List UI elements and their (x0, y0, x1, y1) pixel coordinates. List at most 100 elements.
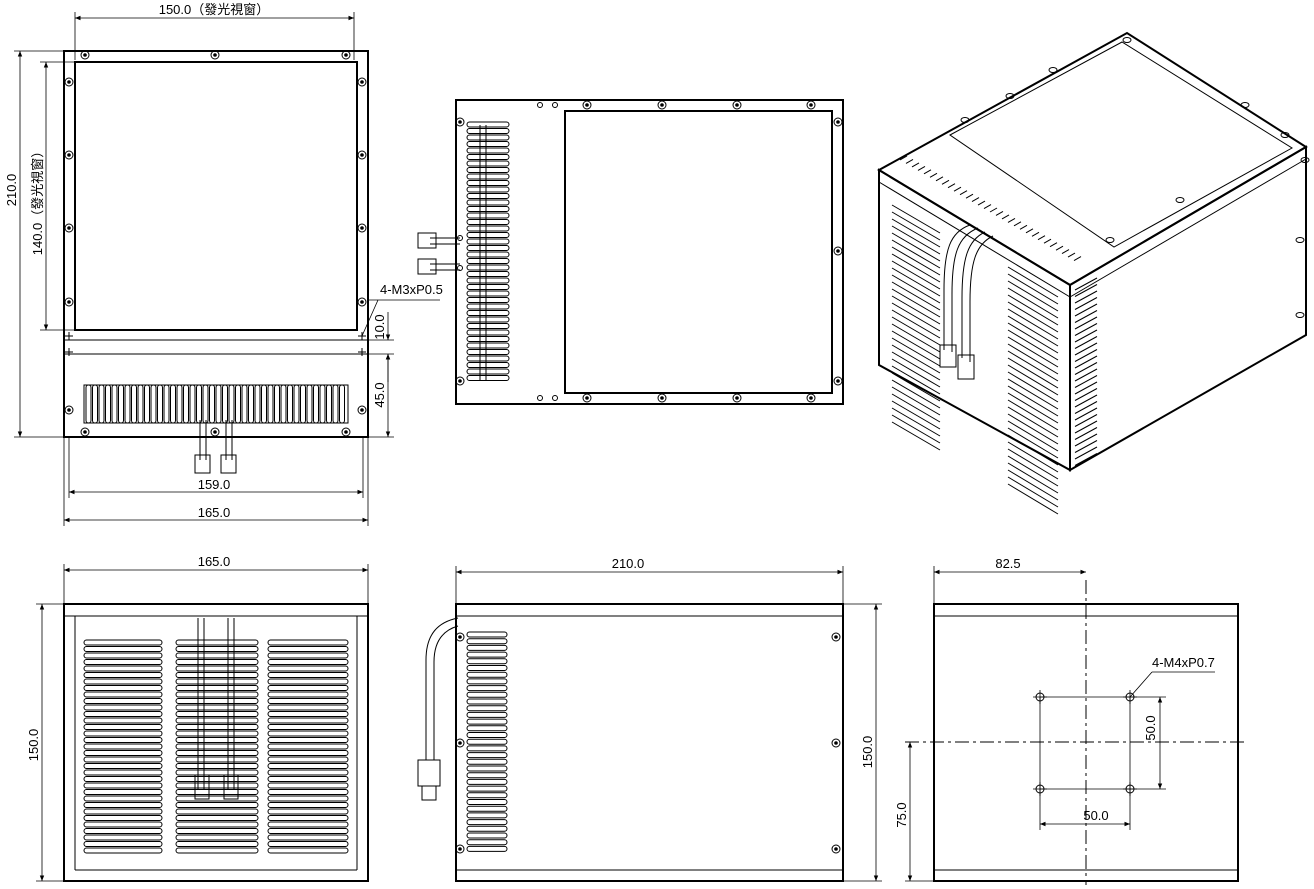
fin (891, 218, 941, 248)
fin (175, 691, 259, 698)
fin (118, 384, 124, 424)
fin (891, 260, 941, 290)
fin (241, 384, 248, 424)
fin (466, 725, 508, 732)
fin (339, 384, 345, 424)
fin (466, 355, 510, 362)
fin (1007, 448, 1059, 480)
fin (1007, 469, 1059, 501)
fin (899, 155, 908, 161)
fin (83, 763, 163, 769)
fin (466, 785, 508, 792)
fin (83, 724, 163, 730)
fin (891, 211, 941, 241)
screw-hole (455, 844, 465, 854)
isometric-view (876, 31, 1310, 515)
fin (175, 685, 259, 691)
fin (959, 190, 968, 196)
fin (157, 384, 163, 424)
fin (1007, 357, 1059, 389)
screw-hole (455, 738, 465, 748)
fin (466, 765, 508, 772)
dim-bottom-half: 82.5 (995, 556, 1020, 571)
fin (1074, 290, 1098, 304)
fin (1074, 440, 1098, 453)
fin (891, 295, 941, 325)
fin (891, 414, 941, 444)
fin (1061, 249, 1070, 255)
fin (891, 309, 941, 339)
dim-front-width: 150.0（發光視窗） (159, 2, 270, 17)
fin (466, 375, 510, 381)
fin (235, 384, 241, 424)
screw-center (458, 379, 462, 383)
fin (1007, 385, 1059, 417)
fin (175, 750, 259, 756)
screw-hole (357, 150, 367, 160)
screw-hole (64, 223, 74, 233)
fin (466, 264, 510, 271)
fin (1007, 364, 1059, 396)
fin (267, 847, 349, 854)
screw-hole (833, 246, 843, 256)
screw-hole (1105, 237, 1115, 243)
fin (83, 750, 163, 756)
fin (466, 705, 508, 712)
fin (1031, 231, 1040, 237)
fin (267, 795, 349, 802)
fin (891, 274, 941, 304)
fin (131, 384, 137, 424)
fin (1007, 266, 1059, 298)
fin (1074, 355, 1098, 369)
fin (466, 310, 510, 316)
fin (466, 362, 510, 368)
screw-center (585, 396, 589, 400)
dim-side-middle-height: 150.0 (860, 736, 875, 769)
dim-bottom-hole-h: 50.0 (1083, 808, 1108, 823)
fin (1074, 433, 1098, 447)
fin (175, 652, 259, 659)
fin (466, 303, 510, 310)
fin (891, 204, 941, 234)
fin (1001, 214, 1010, 220)
fin (267, 652, 349, 659)
fin (947, 183, 956, 189)
fin (1074, 427, 1098, 440)
fin (466, 651, 508, 658)
fin (466, 258, 510, 264)
fin (466, 206, 510, 212)
fin (124, 384, 131, 424)
fin (891, 393, 941, 423)
fin (267, 384, 274, 424)
fin (196, 384, 202, 424)
fin (267, 763, 349, 769)
fin (466, 752, 508, 759)
fin (891, 344, 941, 374)
fin (891, 246, 941, 276)
fin (313, 384, 319, 424)
bottom-mount-holes (1033, 690, 1137, 796)
fin (175, 802, 259, 808)
fin (466, 644, 508, 651)
fin (1074, 414, 1098, 427)
fin (466, 805, 508, 812)
fin (267, 678, 349, 685)
fin (891, 358, 941, 388)
fin (267, 821, 349, 828)
fin (1074, 407, 1098, 421)
fin (267, 672, 349, 678)
fin (995, 211, 1004, 216)
small-hole (537, 395, 543, 401)
fin (261, 384, 267, 424)
dim-side-left-width: 165.0 (198, 554, 231, 569)
fin (175, 821, 259, 828)
fin (175, 672, 259, 678)
fin (1074, 375, 1098, 388)
screw-center (360, 226, 364, 230)
fin (85, 384, 92, 424)
fin (175, 724, 259, 730)
fin (1007, 343, 1059, 375)
screw-hole (210, 50, 220, 60)
front-thread-note: 4-M3xP0.5 (380, 282, 443, 297)
fin (170, 384, 176, 424)
